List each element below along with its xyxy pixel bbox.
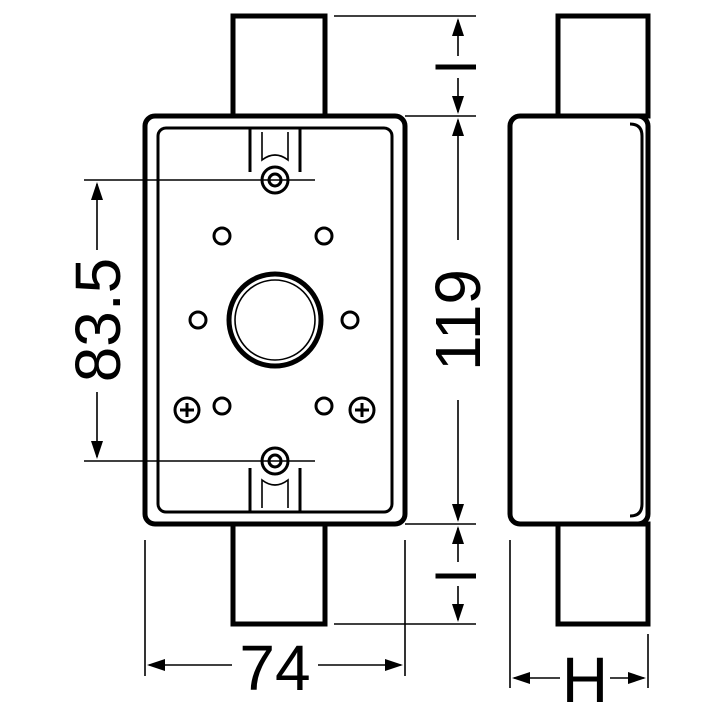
pitch-dimension-label: 83.5	[62, 258, 134, 383]
left-screw-icon	[173, 396, 201, 424]
depth-dimension-label: H	[562, 644, 608, 716]
right-screw-icon	[348, 396, 376, 424]
bottom-extension-label: l	[425, 570, 488, 582]
box-inner-outline	[156, 126, 394, 514]
side-body	[507, 113, 651, 527]
pitch-dimension: 83.5	[62, 182, 134, 459]
side-view	[507, 13, 651, 627]
width-dimension: 74	[144, 540, 406, 704]
small-holes	[188, 226, 360, 416]
side-top-hub	[555, 13, 651, 119]
height-dimension-label: 119	[422, 269, 494, 371]
top-conduit-hub	[230, 13, 328, 119]
height-dimension: l 119 l	[334, 15, 494, 625]
width-dimension-label: 74	[239, 632, 310, 704]
front-view	[84, 13, 408, 627]
bottom-conduit-hub	[230, 521, 328, 627]
top-extension-label: l	[425, 61, 488, 73]
box-outer-body	[142, 113, 408, 527]
depth-dimension: H	[509, 540, 649, 716]
center-knockout-inner	[234, 279, 316, 361]
side-bottom-hub	[555, 521, 651, 627]
center-knockout-outer	[226, 271, 324, 369]
